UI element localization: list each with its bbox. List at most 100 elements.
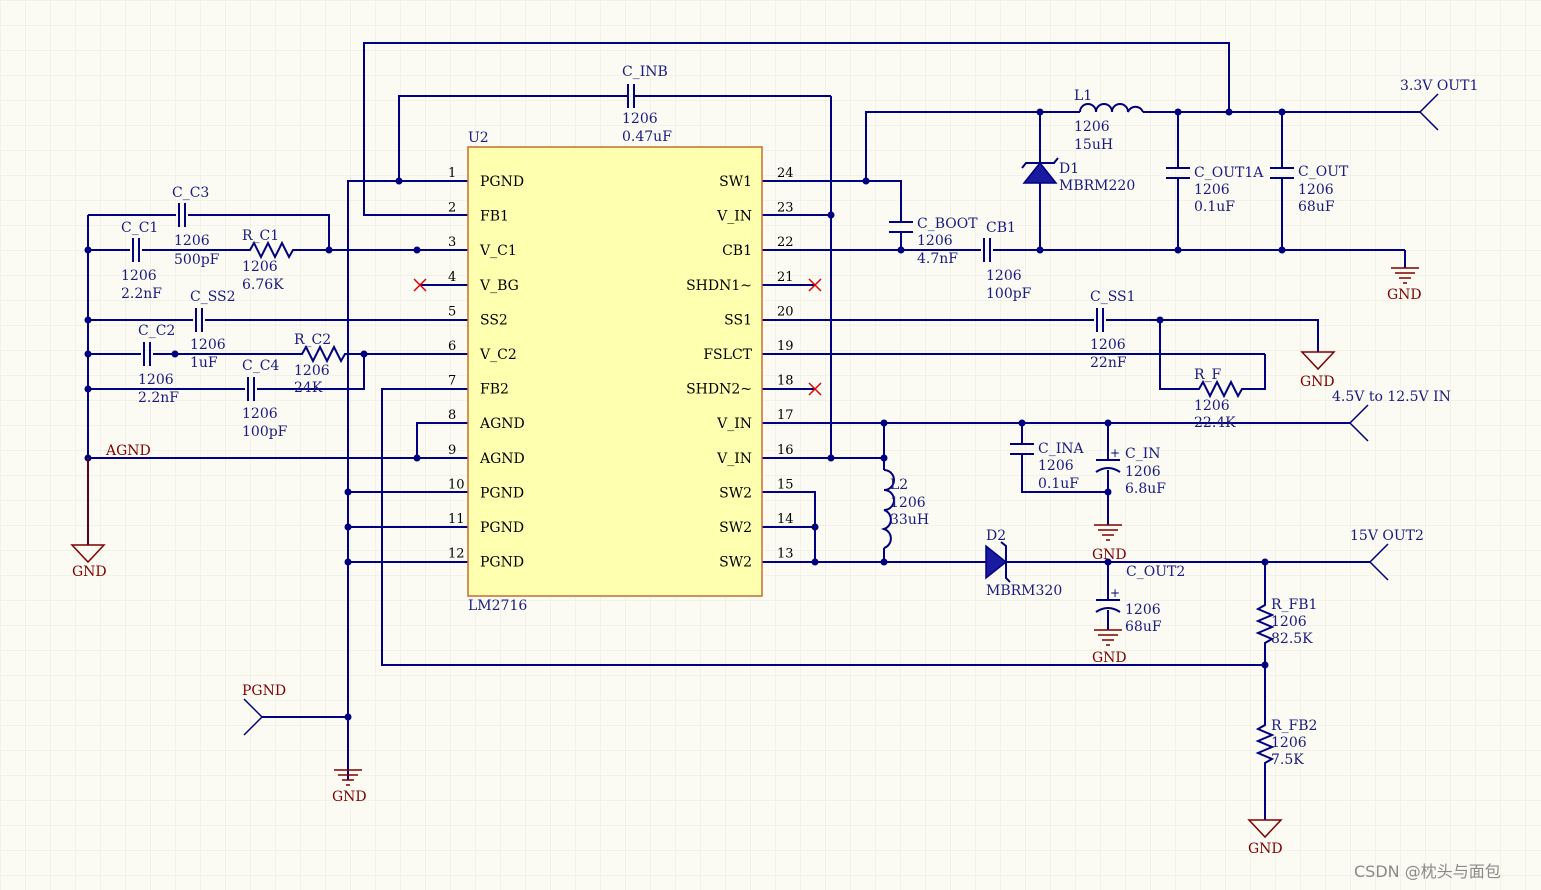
c-in-value: 6.8uF — [1125, 481, 1166, 497]
c-out2-value: 68uF — [1125, 619, 1162, 635]
right-pin-number: 22 — [777, 235, 794, 250]
r-fb2-value: 7.5K — [1271, 752, 1304, 768]
l1-ref: L1 — [1074, 88, 1092, 104]
left-pin-name: AGND — [479, 451, 525, 467]
c-ss1-value: 22nF — [1090, 355, 1127, 371]
net-agnd: AGND — [105, 443, 151, 459]
port-labels: 3.3V OUT1 4.5V to 12.5V IN 15V OUT2 PGND… — [105, 78, 1478, 699]
right-pin-name: V_IN — [716, 209, 752, 225]
cb1-value: 100pF — [986, 286, 1032, 302]
l1-value: 15uH — [1074, 137, 1113, 153]
c-boot-ref: C_BOOT — [917, 216, 978, 232]
c-c2-pkg: 1206 — [138, 372, 174, 388]
right-pin-number: 15 — [777, 477, 794, 492]
gnd-label-cin: GND — [1092, 547, 1127, 563]
c-out-value: 68uF — [1298, 199, 1335, 215]
c-ss2-value: 1uF — [190, 355, 218, 371]
c-c2-value: 2.2nF — [138, 390, 179, 406]
r-c1-pkg: 1206 — [242, 259, 278, 275]
gnd-label-rfb2: GND — [1248, 841, 1283, 857]
resistor-symbols — [240, 240, 1275, 768]
r-c1-value: 6.76K — [242, 277, 284, 293]
left-pin-number: 8 — [448, 408, 456, 423]
l1-pkg: 1206 — [1074, 119, 1110, 135]
c-c3-pkg: 1206 — [174, 233, 210, 249]
watermark: CSDN @枕头与面包 — [1354, 862, 1501, 881]
chip-u2[interactable]: U2 LM2716 1PGND2FB13V_C14V_BG5SS26V_C27F… — [448, 130, 794, 614]
c-ina-value: 0.1uF — [1038, 476, 1079, 492]
left-pin-name: AGND — [479, 416, 525, 432]
right-pin-number: 20 — [777, 304, 794, 319]
d2-value: MBRM320 — [986, 583, 1062, 599]
d2-ref: D2 — [986, 528, 1006, 544]
left-pin-name: V_C1 — [479, 243, 517, 259]
r-fb2-ref: R_FB2 — [1271, 718, 1317, 734]
r-f-pkg: 1206 — [1194, 398, 1230, 414]
svg-text:+: + — [1110, 446, 1120, 460]
r-fb1-value: 82.5K — [1271, 631, 1313, 647]
gnd-labels: GND GND GND GND GND GND GND — [72, 287, 1422, 857]
left-pin-number: 1 — [448, 166, 456, 181]
polarized-capacitor-symbols — [1095, 459, 1121, 613]
junction-dots — [84, 108, 1286, 721]
left-pin-number: 10 — [448, 477, 465, 492]
port-3v3-out1: 3.3V OUT1 — [1400, 78, 1478, 94]
c-out-ref: C_OUT — [1298, 164, 1349, 180]
d1-ref: D1 — [1059, 161, 1079, 177]
left-pin-number: 9 — [448, 443, 456, 458]
c-c3-ref: C_C3 — [172, 185, 209, 201]
gnd-label-left: GND — [72, 564, 107, 580]
left-pin-number: 5 — [448, 304, 456, 319]
r-c2-ref: R_C2 — [294, 332, 331, 348]
right-pin-number: 13 — [777, 547, 794, 562]
right-pin-number: 14 — [777, 512, 794, 527]
right-pin-name: SW1 — [719, 174, 752, 190]
gnd-label-ss1: GND — [1300, 374, 1335, 390]
c-in-pkg: 1206 — [1125, 464, 1161, 480]
c-c4-pkg: 1206 — [242, 406, 278, 422]
left-pin-name: V_BG — [479, 278, 519, 294]
r-c2-value: 24K — [294, 380, 323, 396]
left-pin-name: FB1 — [480, 209, 509, 225]
c-c4-ref: C_C4 — [242, 358, 279, 374]
c-c1-ref: C_C1 — [121, 220, 158, 236]
ground-symbols — [70, 267, 1419, 839]
capacitor-symbols — [132, 84, 1294, 455]
c-c2-ref: C_C2 — [138, 323, 175, 339]
right-pin-number: 17 — [777, 408, 794, 423]
r-fb1-ref: R_FB1 — [1271, 597, 1317, 613]
c-c1-pkg: 1206 — [121, 268, 157, 284]
left-pin-name: PGND — [480, 520, 524, 536]
c-ina-ref: C_INA — [1038, 441, 1084, 457]
r-fb2-pkg: 1206 — [1271, 735, 1307, 751]
port-pgnd: PGND — [242, 683, 286, 699]
right-pin-name: FSLCT — [703, 347, 752, 363]
c-out2-ref: C_OUT2 — [1126, 564, 1185, 580]
r-c1-ref: R_C1 — [242, 228, 279, 244]
left-pin-name: SS2 — [480, 312, 508, 328]
d1-value: MBRM220 — [1059, 178, 1135, 194]
r-f-value: 22.4K — [1194, 415, 1236, 431]
c-ss2-ref: C_SS2 — [190, 289, 236, 305]
polarity-marks: + + — [1110, 446, 1120, 600]
diode-d1-symbol — [1021, 157, 1059, 184]
diode-d2-symbol — [985, 541, 1011, 583]
c-out-pkg: 1206 — [1298, 182, 1334, 198]
left-pin-number: 6 — [448, 339, 456, 354]
port-vin: 4.5V to 12.5V IN — [1332, 389, 1451, 405]
right-pin-name: SW2 — [719, 555, 752, 571]
right-pin-name: SW2 — [719, 485, 752, 501]
right-pin-name: SHDN1~ — [686, 278, 752, 294]
left-pin-name: PGND — [480, 555, 524, 571]
port-symbols — [243, 93, 1439, 736]
right-pin-name: SHDN2~ — [686, 382, 752, 398]
chip-ref: U2 — [468, 130, 489, 146]
c-out1a-ref: C_OUT1A — [1194, 165, 1264, 181]
r-fb1-pkg: 1206 — [1271, 614, 1307, 630]
right-pin-name: V_IN — [716, 416, 752, 432]
no-connect-markers — [413, 278, 822, 396]
chip-right-pins: 24SW123V_IN22CB121SHDN1~20SS119FSLCT18SH… — [686, 166, 793, 571]
left-pin-name: V_C2 — [479, 347, 517, 363]
gnd-label-cout2: GND — [1092, 650, 1127, 666]
